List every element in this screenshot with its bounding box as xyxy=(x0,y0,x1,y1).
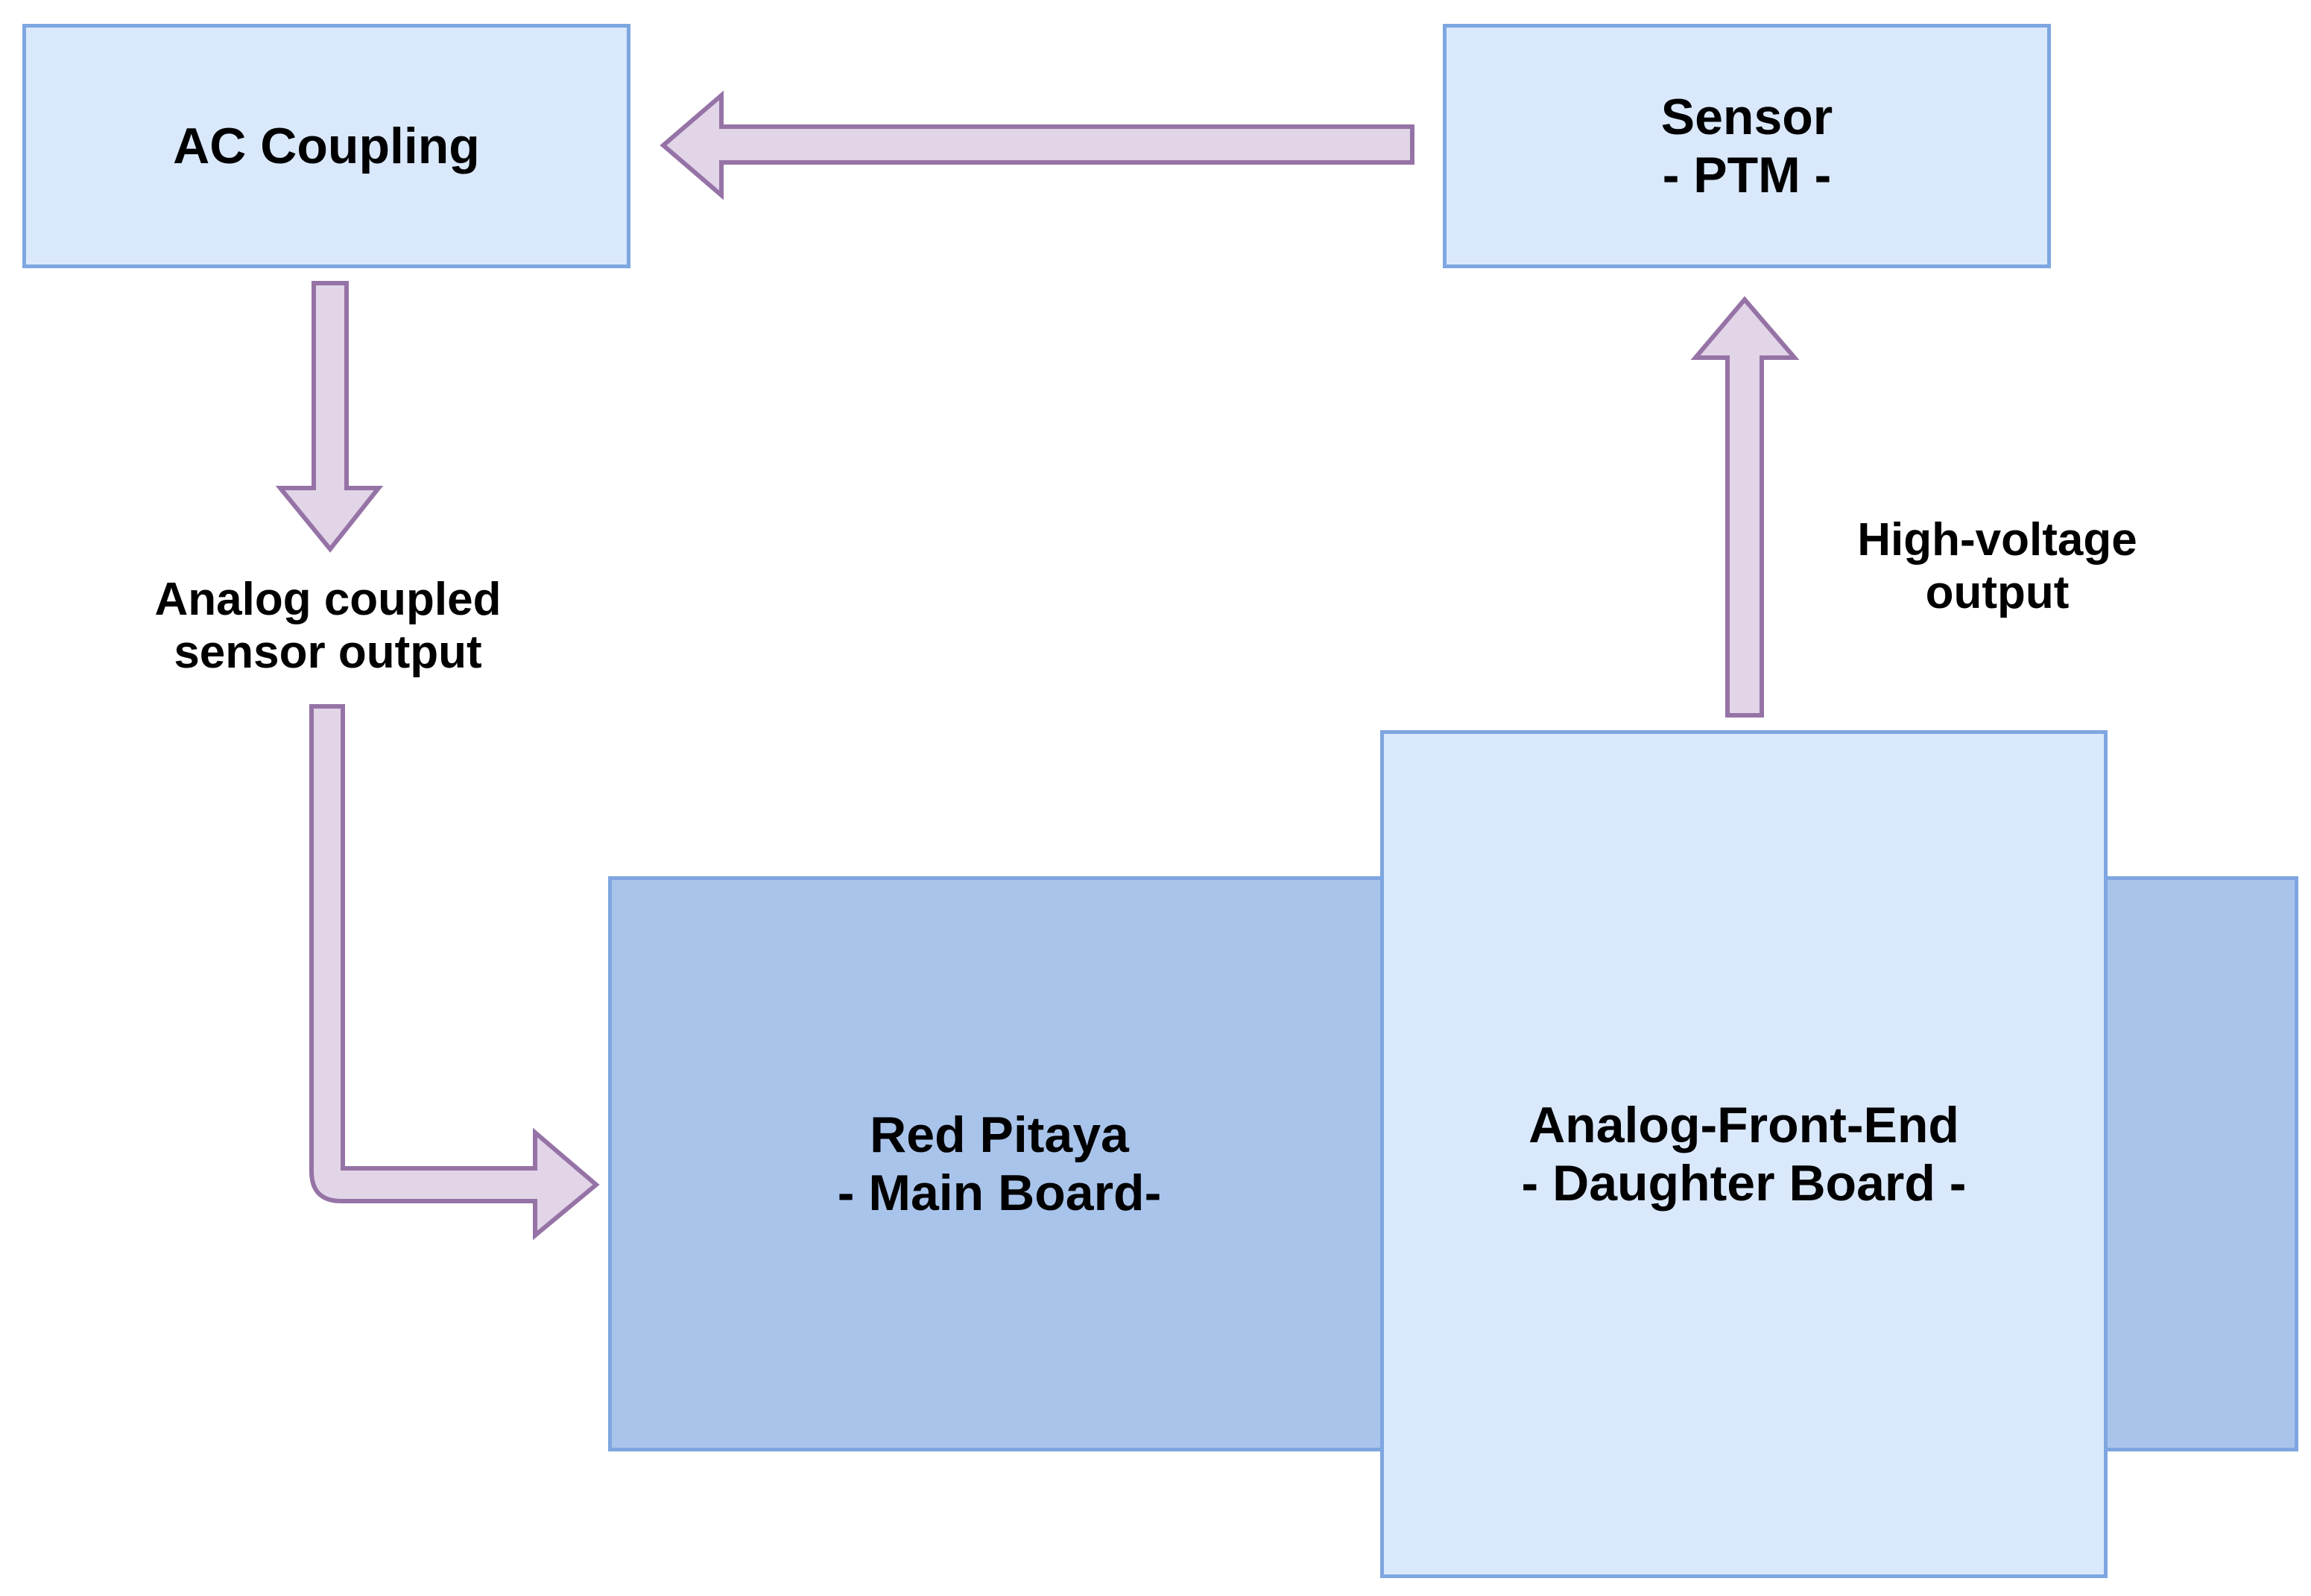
analog-coupled-line1: Analog coupled xyxy=(154,574,502,625)
arrow-analog-to-red-pitaya xyxy=(309,704,600,1241)
analog-coupled-line2: sensor output xyxy=(174,627,482,678)
high-voltage-line2: output xyxy=(1925,567,2070,618)
high-voltage-line1: High-voltage xyxy=(1857,514,2137,566)
red-pitaya-title: Red Pitaya xyxy=(870,1106,1129,1163)
afe-title: Analog-Front-End xyxy=(1528,1097,1959,1153)
sensor-title: Sensor xyxy=(1660,89,1833,145)
ac-coupling-label: AC Coupling xyxy=(173,118,480,174)
afe-subtitle: - Daughter Board - xyxy=(1521,1155,1967,1212)
red-pitaya-subtitle: - Main Board- xyxy=(837,1165,1162,1221)
arrow-ac-coupling-down xyxy=(275,281,384,553)
arrow-afe-to-sensor xyxy=(1690,296,1800,718)
analog-front-end-box: Analog-Front-End - Daughter Board - xyxy=(1380,730,2108,1578)
arrow-sensor-to-ac-coupling xyxy=(660,90,1414,200)
high-voltage-output-label: High-voltage output xyxy=(1803,507,2191,626)
ac-coupling-box: AC Coupling xyxy=(22,24,630,268)
sensor-box: Sensor - PTM - xyxy=(1443,24,2051,268)
sensor-subtitle: - PTM - xyxy=(1662,147,1832,203)
analog-coupled-output-label: Analog coupled sensor output xyxy=(104,566,551,685)
